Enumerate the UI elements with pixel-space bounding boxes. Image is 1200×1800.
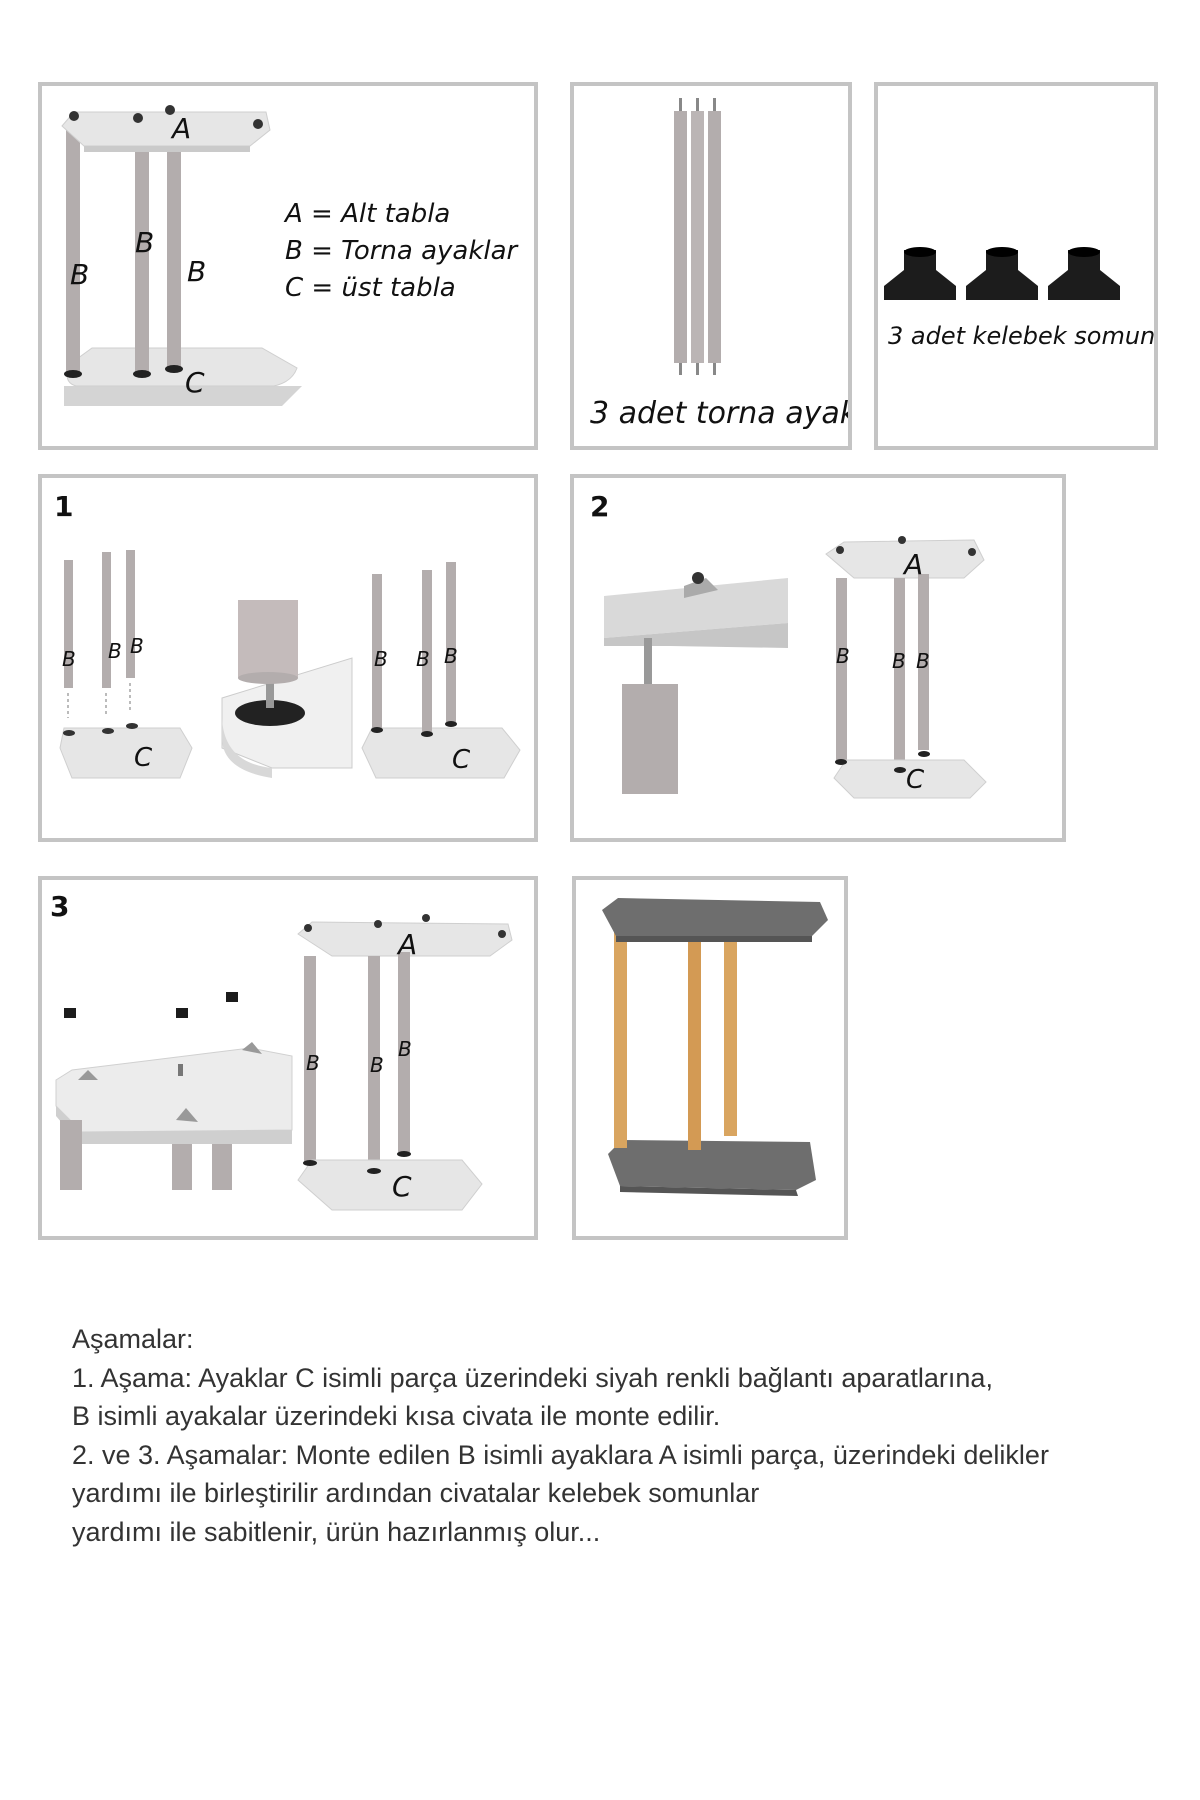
instructions-line-5: yardımı ile sabitlenir, ürün hazırlanmış… (72, 1516, 601, 1547)
step1-label-c2: C (452, 745, 471, 775)
step1-label-b1: B (62, 647, 76, 671)
step-2-illustration: A B B B C (604, 536, 987, 799)
legend-line-b: B = Torna ayaklar (285, 236, 518, 266)
assembled-table-illustration: A B B B C (61, 105, 302, 406)
step-3-illustration: A B B B C (55, 914, 513, 1211)
parts-legend: A = Alt tabla B = Torna ayaklar C = üst … (285, 196, 517, 307)
three-legs-illustration (674, 98, 721, 375)
nuts-caption: 3 adet kelebek somun (888, 322, 1156, 350)
step-1-illustration: B B B C B B B C (59, 550, 521, 779)
legend-line-a: A = Alt tabla (285, 199, 451, 229)
panel-legs: 3 adet torna ayak (570, 82, 852, 450)
instructions-line-1: 1. Aşama: Ayaklar C isimli parça üzerind… (72, 1362, 993, 1393)
step2-label-b3: B (916, 649, 930, 673)
assembly-instructions: Aşamalar: 1. Aşama: Ayaklar C isimli par… (72, 1320, 1172, 1551)
step3-label-b2: B (370, 1053, 384, 1077)
step1-label-b6: B (444, 644, 458, 668)
panel-step-1: 1 B B B C B B B C (38, 474, 538, 842)
label-c: C (185, 366, 205, 399)
three-wing-nuts-illustration (884, 247, 1120, 300)
instructions-line-4: yardımı ile birleştirilir ardından civat… (72, 1478, 760, 1508)
panel-finished-product (572, 876, 848, 1240)
step3-label-a: A (396, 928, 417, 961)
step3-label-b3: B (398, 1037, 412, 1061)
step-number-3: 3 (50, 890, 70, 923)
step1-label-b3: B (130, 634, 144, 658)
step1-label-b2: B (108, 639, 122, 663)
panel-step-3: 3 A B B B C (38, 876, 538, 1240)
panel-step-2: 2 A B B B C (570, 474, 1066, 842)
step-number-2: 2 (590, 490, 610, 523)
step2-label-c: C (906, 765, 925, 795)
step-number-1: 1 (54, 490, 74, 523)
label-b-right: B (187, 255, 206, 288)
step1-label-b4: B (374, 647, 388, 671)
step2-label-a: A (902, 548, 923, 581)
panel-nuts: 3 adet kelebek somun (874, 82, 1158, 450)
step3-label-b1: B (306, 1051, 320, 1075)
instructions-line-2: B isimli ayakalar üzerindeki kısa civata… (72, 1401, 721, 1431)
label-a: A (170, 112, 191, 145)
step2-label-b2: B (892, 649, 906, 673)
legs-caption: 3 adet torna ayak (590, 396, 852, 431)
instructions-line-3: 2. ve 3. Aşamalar: Monte edilen B isimli… (72, 1439, 1049, 1470)
panel-overview: A B B B C A = Alt tabla B = Torna ayakla… (38, 82, 538, 450)
instructions-heading: Aşamalar: (72, 1324, 194, 1354)
step1-label-b5: B (416, 647, 430, 671)
legend-line-c: C = üst tabla (285, 273, 456, 303)
step2-label-b1: B (836, 644, 850, 668)
label-b-left: B (70, 258, 89, 291)
step3-label-c: C (392, 1170, 412, 1203)
finished-table-illustration (602, 898, 828, 1196)
step1-label-c1: C (134, 743, 153, 773)
label-b-middle: B (135, 226, 154, 259)
